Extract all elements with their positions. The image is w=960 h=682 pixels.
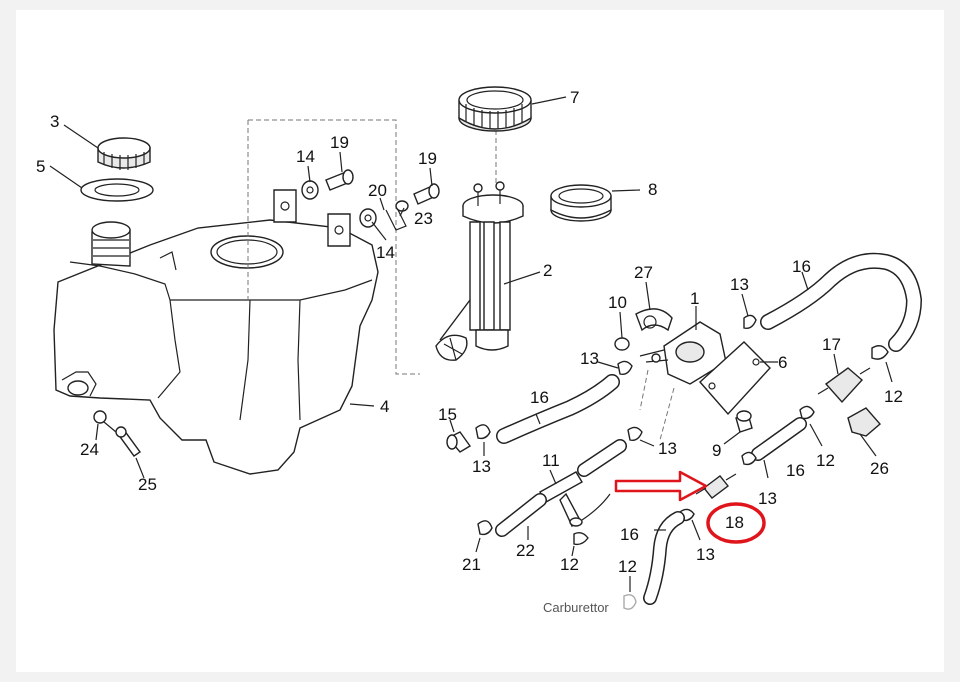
bolt-25 xyxy=(115,426,141,457)
fuel-cap xyxy=(97,137,151,170)
washer-23 xyxy=(395,200,409,212)
clamp-13f xyxy=(627,426,643,442)
hose-22 xyxy=(495,493,547,537)
bolt-24 xyxy=(93,410,117,433)
callout-16: 16 xyxy=(530,388,549,407)
callout-21: 21 xyxy=(462,555,481,574)
callout-4: 4 xyxy=(380,397,389,416)
callout-16: 16 xyxy=(786,461,805,480)
fuel-sender-unit xyxy=(435,181,524,361)
hose-16d xyxy=(643,511,685,605)
lock-ring xyxy=(458,86,532,132)
clamp-12c xyxy=(623,594,637,610)
fuel-filter xyxy=(817,367,871,404)
clamp-13b xyxy=(799,405,815,420)
clamp-12a xyxy=(871,345,889,360)
screw-19a xyxy=(325,169,354,191)
callout-7: 7 xyxy=(570,88,579,107)
callout-13: 13 xyxy=(658,439,677,458)
t-fitting-11 xyxy=(539,471,583,528)
clamp-13e xyxy=(475,424,491,440)
callout-labels: 3 5 14 19 19 20 23 14 7 8 2 4 24 25 27 1… xyxy=(36,88,903,615)
callout-10: 10 xyxy=(608,293,627,312)
clamp-21 xyxy=(477,520,493,536)
callout-19: 19 xyxy=(418,149,437,168)
callout-12: 12 xyxy=(618,557,637,576)
clip-20 xyxy=(385,209,407,231)
hose-16c xyxy=(496,374,620,444)
part-26 xyxy=(847,407,881,437)
inline-part-18 xyxy=(695,473,737,499)
red-circle-highlight xyxy=(706,502,766,544)
cap-gasket xyxy=(80,178,154,202)
hose-center xyxy=(577,439,627,477)
callout-15: 15 xyxy=(438,405,457,424)
callout-2: 2 xyxy=(543,261,552,280)
screw-19b xyxy=(413,183,440,205)
clamp-12b xyxy=(573,531,589,546)
clamp-13a xyxy=(743,314,757,330)
callout-13: 13 xyxy=(758,489,777,508)
callout-18: 18 xyxy=(725,513,744,532)
callout-20: 20 xyxy=(368,181,387,200)
callout-13: 13 xyxy=(730,275,749,294)
pump-cover xyxy=(699,341,771,416)
callout-27: 27 xyxy=(634,263,653,282)
bushing-14a xyxy=(301,180,319,200)
callout-14: 14 xyxy=(296,147,315,166)
callout-12: 12 xyxy=(560,555,579,574)
callout-14: 14 xyxy=(376,243,395,262)
fuel-pump-body xyxy=(639,321,727,385)
fitting-15 xyxy=(446,431,472,453)
callout-22: 22 xyxy=(516,541,535,560)
red-arrow-icon xyxy=(614,470,708,502)
callout-5: 5 xyxy=(36,157,45,176)
hose-16b xyxy=(751,417,807,461)
highlight-annotation xyxy=(614,470,766,544)
pump-seal xyxy=(550,184,612,222)
callout-17: 17 xyxy=(822,335,841,354)
callout-16: 16 xyxy=(620,525,639,544)
part-10 xyxy=(614,337,630,351)
callout-12: 12 xyxy=(816,451,835,470)
callout-13: 13 xyxy=(472,457,491,476)
callout-6: 6 xyxy=(778,353,787,372)
callout-24: 24 xyxy=(80,440,99,459)
callout-9: 9 xyxy=(712,441,721,460)
callout-16: 16 xyxy=(792,257,811,276)
callout-25: 25 xyxy=(138,475,157,494)
gasket-27 xyxy=(635,308,673,332)
callout-19: 19 xyxy=(330,133,349,152)
assembly-boundary xyxy=(247,119,420,375)
hose-16a xyxy=(760,252,923,352)
callout-1: 1 xyxy=(690,289,699,308)
callout-11: 11 xyxy=(542,451,560,470)
callout-13: 13 xyxy=(696,545,715,564)
leader-lines xyxy=(49,96,893,592)
callout-12: 12 xyxy=(884,387,903,406)
carburettor-label: Carburettor xyxy=(543,600,609,615)
callout-26: 26 xyxy=(870,459,889,478)
fuel-tank xyxy=(53,189,379,475)
clamp-13c xyxy=(741,451,757,466)
callout-23: 23 xyxy=(414,209,433,228)
callout-3: 3 xyxy=(50,112,59,131)
bolt-9 xyxy=(735,410,753,433)
callout-8: 8 xyxy=(648,180,657,199)
callout-13: 13 xyxy=(580,349,599,368)
clamp-13d xyxy=(617,360,633,376)
